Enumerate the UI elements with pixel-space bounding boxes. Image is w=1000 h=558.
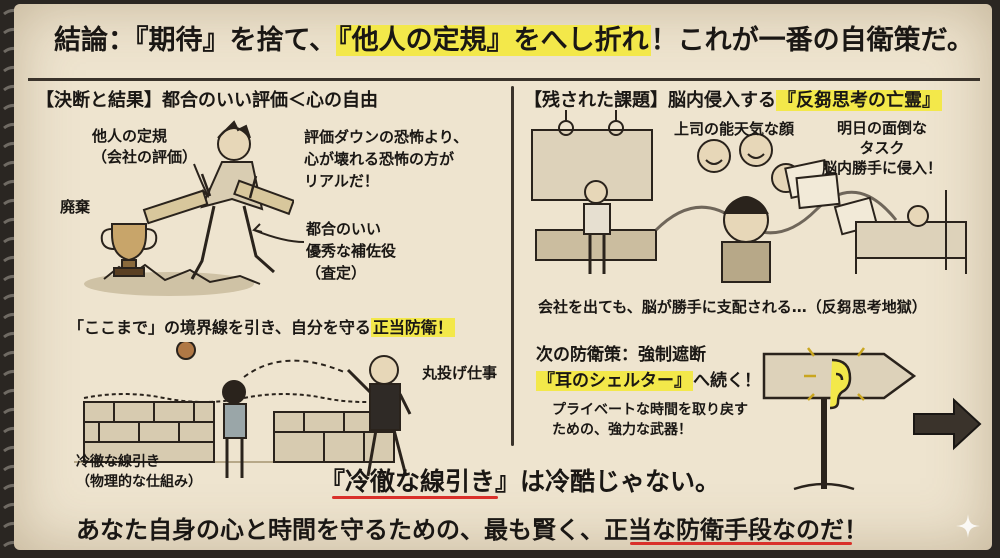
arrow-annotations bbox=[193, 163, 305, 243]
fear-text: 評価ダウンの恐怖より、心が壊れる恐怖の方がリアルだ！ bbox=[304, 128, 469, 190]
bottom-line-2: あなた自身の心と時間を守るための、最も賢く、正当な防衛手段なのだ！ bbox=[76, 516, 868, 544]
line-label: 冷徹な線引き（物理的な仕組み） bbox=[76, 454, 202, 490]
bottom-line-1: 『冷徹な線引き』は冷酷じゃない。 bbox=[320, 467, 721, 496]
underline-2 bbox=[630, 542, 852, 545]
sparkle-icon bbox=[956, 514, 980, 538]
boss-face-label: 上司の能天気な顔 bbox=[674, 120, 795, 138]
underline-1 bbox=[332, 496, 498, 499]
title-divider bbox=[28, 78, 980, 81]
notebook-page: 結論：『期待』を捨て、『他人の定規』をへし折れ！これが一番の自衛策だ。 【決断と… bbox=[14, 4, 992, 550]
ruler-label: 他人の定規（会社の評価） bbox=[92, 127, 198, 166]
rumination-caption: 会社を出ても、脳が勝手に支配される…（反芻思考地獄） bbox=[538, 298, 927, 316]
left-header: 【決断と結果】都合のいい評価＜心の自由 bbox=[36, 90, 378, 111]
ruler-breaking-illustration bbox=[84, 120, 294, 296]
private-text: プライベートな時間を取り戻すための、強力な武器！ bbox=[552, 402, 748, 438]
train-bed-illustration bbox=[531, 110, 967, 283]
wall-illustration bbox=[74, 342, 412, 478]
assist-text: 都合のいい優秀な補佐役（査定） bbox=[306, 220, 397, 282]
throw-label: 丸投げ仕事 bbox=[422, 364, 498, 382]
page-title: 結論：『期待』を捨て、『他人の定規』をへし折れ！これが一番の自衛策だ。 bbox=[54, 25, 974, 56]
continue-arrow-icon bbox=[913, 397, 982, 451]
trash-label: 廃棄 bbox=[60, 198, 91, 216]
boundary-text: 「ここまで」の境界線を引き、自分を守る正当防衛！ bbox=[68, 318, 455, 337]
task-label: 明日の面倒なタスク脳内勝手に侵入！ bbox=[822, 119, 943, 177]
ear-signpost-icon bbox=[762, 347, 917, 491]
column-divider bbox=[511, 86, 514, 446]
right-header: 【残された課題】脳内侵入する『反芻思考の亡霊』 bbox=[524, 90, 942, 111]
next-defense: 次の防衛策：強制遮断 『耳のシェルター』へ続く！ bbox=[536, 345, 761, 391]
